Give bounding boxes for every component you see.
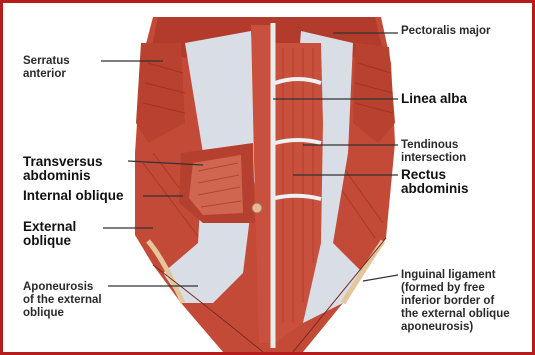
label-inguinal-ligament: Inguinal ligament (formed by free inferi… xyxy=(401,269,510,334)
label-aponeurosis: Aponeurosis of the external oblique xyxy=(23,281,102,320)
umbilicus xyxy=(252,203,262,213)
label-rectus-abdominis: Rectus abdominis xyxy=(401,168,469,196)
label-transversus-abdominis: Transversus abdominis xyxy=(23,155,103,183)
label-pectoralis-major: Pectoralis major xyxy=(401,25,490,38)
label-serratus-anterior: Serratus anterior xyxy=(23,55,70,81)
label-linea-alba: Linea alba xyxy=(401,92,467,106)
leader-inguinal xyxy=(363,275,398,281)
label-external-oblique: External oblique xyxy=(23,220,76,248)
label-internal-oblique: Internal oblique xyxy=(23,189,124,203)
label-tendinous-intersection: Tendinous intersection xyxy=(401,139,466,165)
serratus-anterior-right xyxy=(353,43,395,143)
